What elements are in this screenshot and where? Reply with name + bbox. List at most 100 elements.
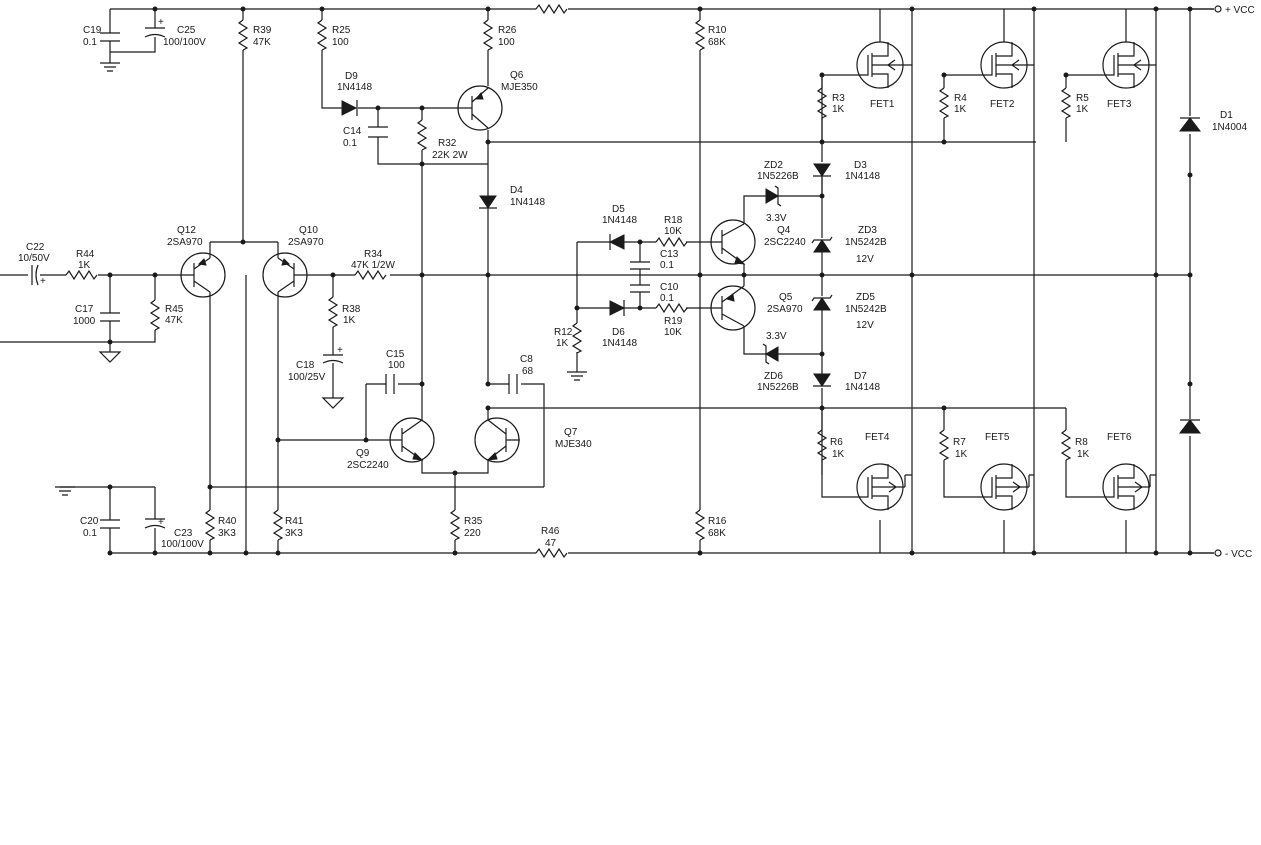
fet1-symbol	[856, 41, 905, 89]
r41-val: 3K3	[285, 528, 303, 539]
r46-ref: R46	[541, 526, 560, 537]
d7-ref: D7	[854, 371, 867, 382]
d9-val: 1N4148	[337, 82, 372, 93]
fet4-ref: FET4	[865, 432, 890, 443]
q5-ref: Q5	[779, 292, 793, 303]
c8-symbol	[508, 374, 518, 394]
zd6-v: 3.3V	[766, 331, 787, 342]
zd6-ref: ZD6	[764, 371, 783, 382]
d7-symbol	[813, 373, 831, 387]
gnd-r12	[567, 371, 587, 381]
grounds	[55, 62, 587, 496]
fet2-ref: FET2	[990, 99, 1015, 110]
fet1-ref: FET1	[870, 99, 895, 110]
c10-symbol	[630, 284, 650, 293]
r46-symbol	[535, 547, 568, 559]
r18-symbol	[655, 236, 688, 248]
r40-val: 3K3	[218, 528, 236, 539]
c8-ref: C8	[520, 354, 533, 365]
q9-ref: Q9	[356, 448, 370, 459]
fet3-ref: FET3	[1107, 99, 1132, 110]
mosfets	[856, 41, 1151, 511]
r4-ref: R4	[954, 93, 967, 104]
gnd-c18	[321, 397, 345, 409]
r26-ref: R26	[498, 25, 517, 36]
d5-symbol	[608, 234, 625, 250]
c13-val: 0.1	[660, 260, 674, 271]
bjt-transistors	[180, 85, 756, 463]
r18-val: 10K	[664, 226, 682, 237]
c13-symbol	[630, 261, 650, 270]
c15-ref: C15	[386, 349, 405, 360]
fet5-ref: FET5	[985, 432, 1010, 443]
r4-val: 1K	[954, 104, 967, 115]
q9-symbol	[389, 417, 435, 463]
zd6-val: 1N5226B	[757, 382, 799, 393]
r5-val: 1K	[1076, 104, 1089, 115]
d1-val: 1N4004	[1212, 122, 1247, 133]
c18-plus: +	[337, 345, 343, 356]
zd5-symbol	[813, 297, 831, 311]
r41-symbol	[272, 509, 284, 541]
d3-val: 1N4148	[845, 171, 880, 182]
r16-ref: R16	[708, 516, 727, 527]
r39-ref: R39	[253, 25, 272, 36]
c8-val: 68	[522, 366, 534, 377]
zd3-v: 12V	[856, 254, 874, 265]
r4-symbol	[938, 87, 950, 119]
c14-ref: C14	[343, 126, 362, 137]
c17-symbol	[100, 312, 120, 322]
gnd-input	[98, 342, 122, 363]
c25-val: 100/100V	[163, 37, 206, 48]
r12-symbol	[571, 322, 583, 354]
q4-val: 2SC2240	[764, 237, 806, 248]
r-top-symbol	[535, 3, 568, 15]
fet6-ref: FET6	[1107, 432, 1132, 443]
r26-val: 100	[498, 37, 515, 48]
q12-ref: Q12	[177, 225, 196, 236]
r6-symbol	[816, 429, 828, 461]
r32-val: 22K 2W	[432, 150, 468, 161]
d7-val: 1N4148	[845, 382, 880, 393]
r26-symbol	[482, 19, 494, 51]
r7-val: 1K	[955, 449, 968, 460]
r25-ref: R25	[332, 25, 351, 36]
zd3-symbol	[813, 239, 831, 253]
q9-val: 2SC2240	[347, 460, 389, 471]
pos-vcc-terminal: + VCC	[1214, 5, 1255, 16]
c15-val: 100	[388, 360, 405, 371]
r40-ref: R40	[218, 516, 237, 527]
c20-val: 0.1	[83, 528, 97, 539]
q10-symbol	[262, 252, 310, 298]
zd3-ref: ZD3	[858, 225, 877, 236]
gnd-c20	[55, 486, 75, 496]
zd2-ref: ZD2	[764, 160, 783, 171]
q7-val: MJE340	[555, 439, 592, 450]
r3-ref: R3	[832, 93, 845, 104]
fet4-symbol	[856, 463, 906, 511]
q6-val: MJE350	[501, 82, 538, 93]
diodes	[341, 100, 1202, 434]
r32-symbol	[416, 119, 428, 151]
d6-val: 1N4148	[602, 338, 637, 349]
fet5-symbol	[980, 463, 1030, 511]
r38-ref: R38	[342, 304, 361, 315]
q5-val: 2SA970	[767, 304, 803, 315]
r41-ref: R41	[285, 516, 304, 527]
c23-val: 100/100V	[161, 539, 204, 550]
d5-val: 1N4148	[602, 215, 637, 226]
d5-ref: D5	[612, 204, 625, 215]
c22-val: 10/50V	[18, 253, 50, 264]
r3-val: 1K	[832, 104, 845, 115]
fet6-symbol	[1102, 463, 1151, 511]
r8-ref: R8	[1075, 437, 1088, 448]
q12-symbol	[180, 252, 226, 298]
r34-ref: R34	[364, 249, 383, 260]
q4-ref: Q4	[777, 225, 791, 236]
r44-ref: R44	[76, 249, 95, 260]
r6-val: 1K	[832, 449, 845, 460]
c18-ref: C18	[296, 360, 315, 371]
r7-symbol	[938, 429, 950, 461]
c13-ref: C13	[660, 249, 679, 260]
